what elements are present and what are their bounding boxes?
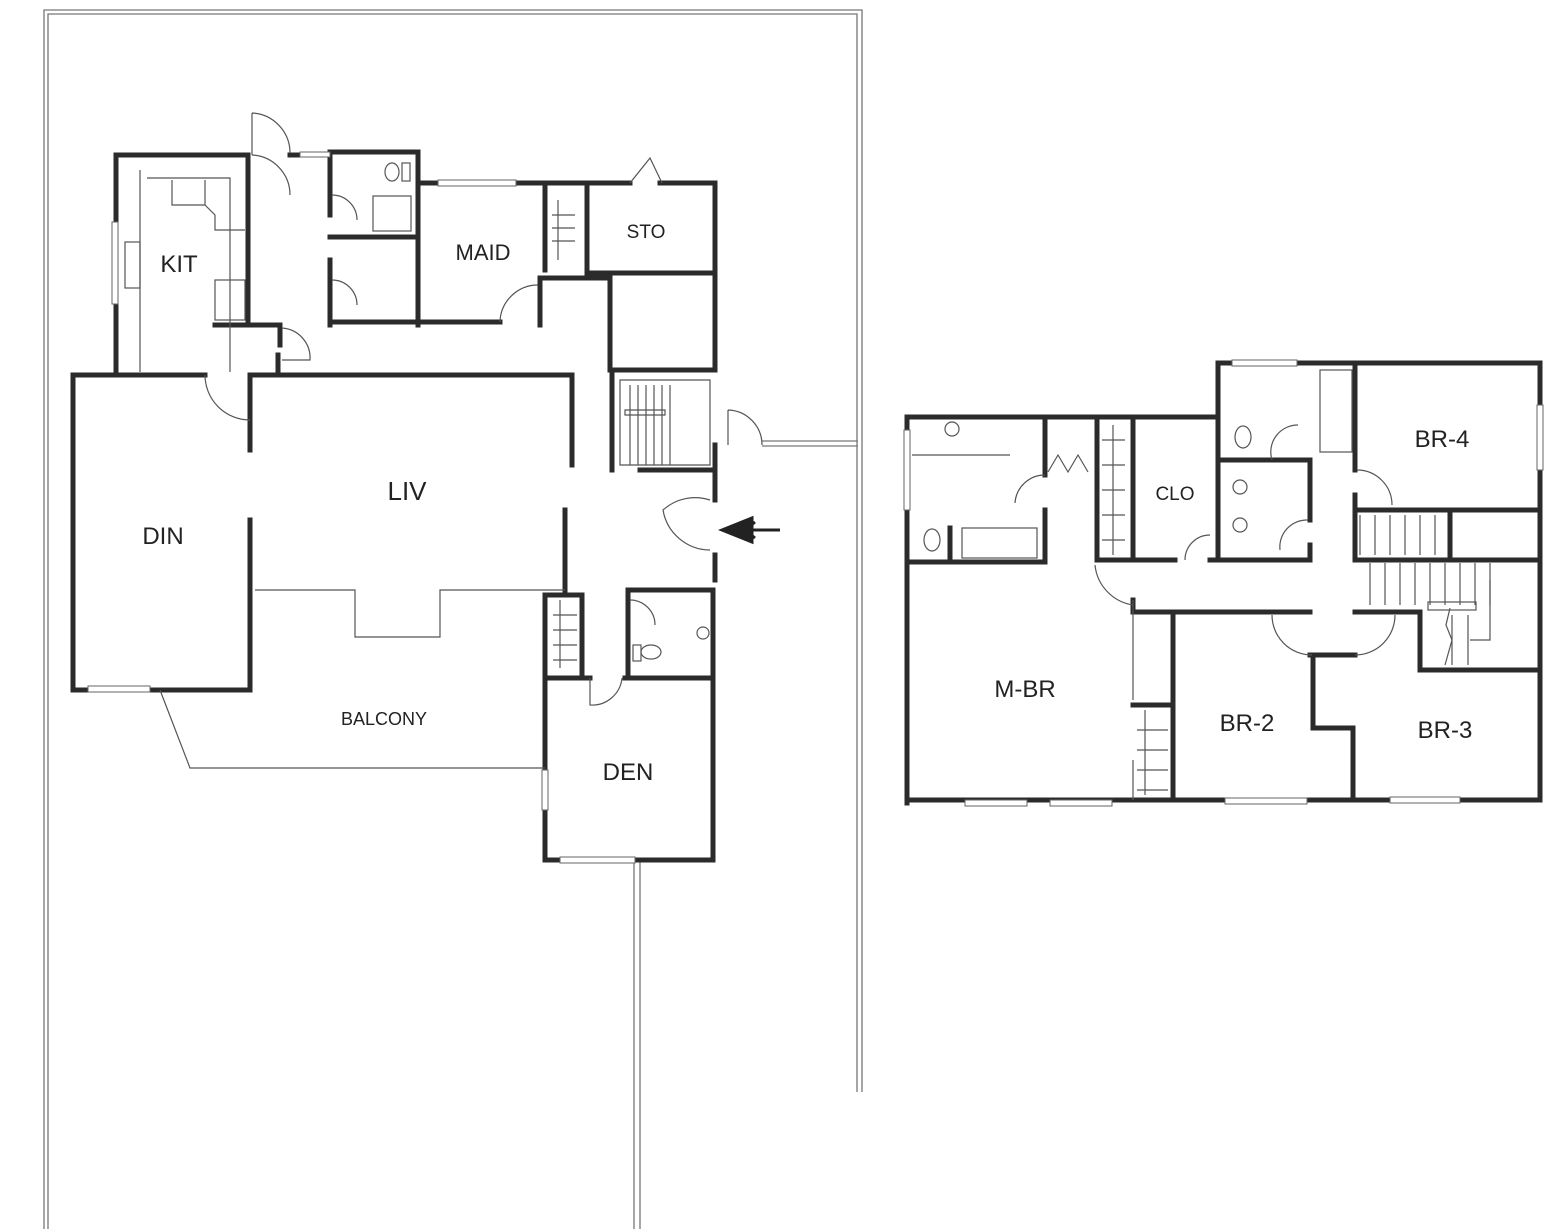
bathtub-icon [961, 369, 1353, 559]
door-swing-icon [1014, 424, 1396, 656]
door-swing-icon [204, 112, 763, 706]
ground-floor-walls [70, 149, 718, 863]
room-label-br4: BR-4 [1415, 426, 1470, 453]
sink-icon [696, 626, 710, 640]
room-label-balcony: BALCONY [341, 709, 427, 729]
lot-boundary [43, 9, 863, 1229]
sink-icon [944, 421, 1248, 533]
room-label-br3: BR-3 [1418, 717, 1473, 744]
ground-floor-details [87, 112, 780, 864]
closet-rod [1102, 425, 1168, 795]
room-label-din: DIN [142, 523, 183, 550]
upper-floor-details [903, 359, 1544, 807]
entry-arrow-icon [717, 515, 780, 545]
room-label-br2: BR-2 [1220, 710, 1275, 737]
room-label-clo: CLO [1155, 484, 1194, 505]
toilet-icon [384, 162, 662, 662]
closet-rod [552, 200, 577, 668]
room-labels: KIT MAID STO LIV DIN BALCONY DEN CLO BR-… [142, 222, 1472, 786]
room-label-maid: MAID [456, 240, 511, 265]
toilet-icon [923, 425, 1252, 552]
room-label-mbr: M-BR [994, 676, 1055, 703]
stairs-icon [1359, 515, 1491, 666]
room-label-sto: STO [627, 222, 666, 243]
room-label-liv: LIV [387, 476, 427, 506]
stairs-icon [619, 379, 711, 466]
room-label-kit: KIT [160, 251, 198, 278]
room-label-den: DEN [603, 759, 654, 786]
